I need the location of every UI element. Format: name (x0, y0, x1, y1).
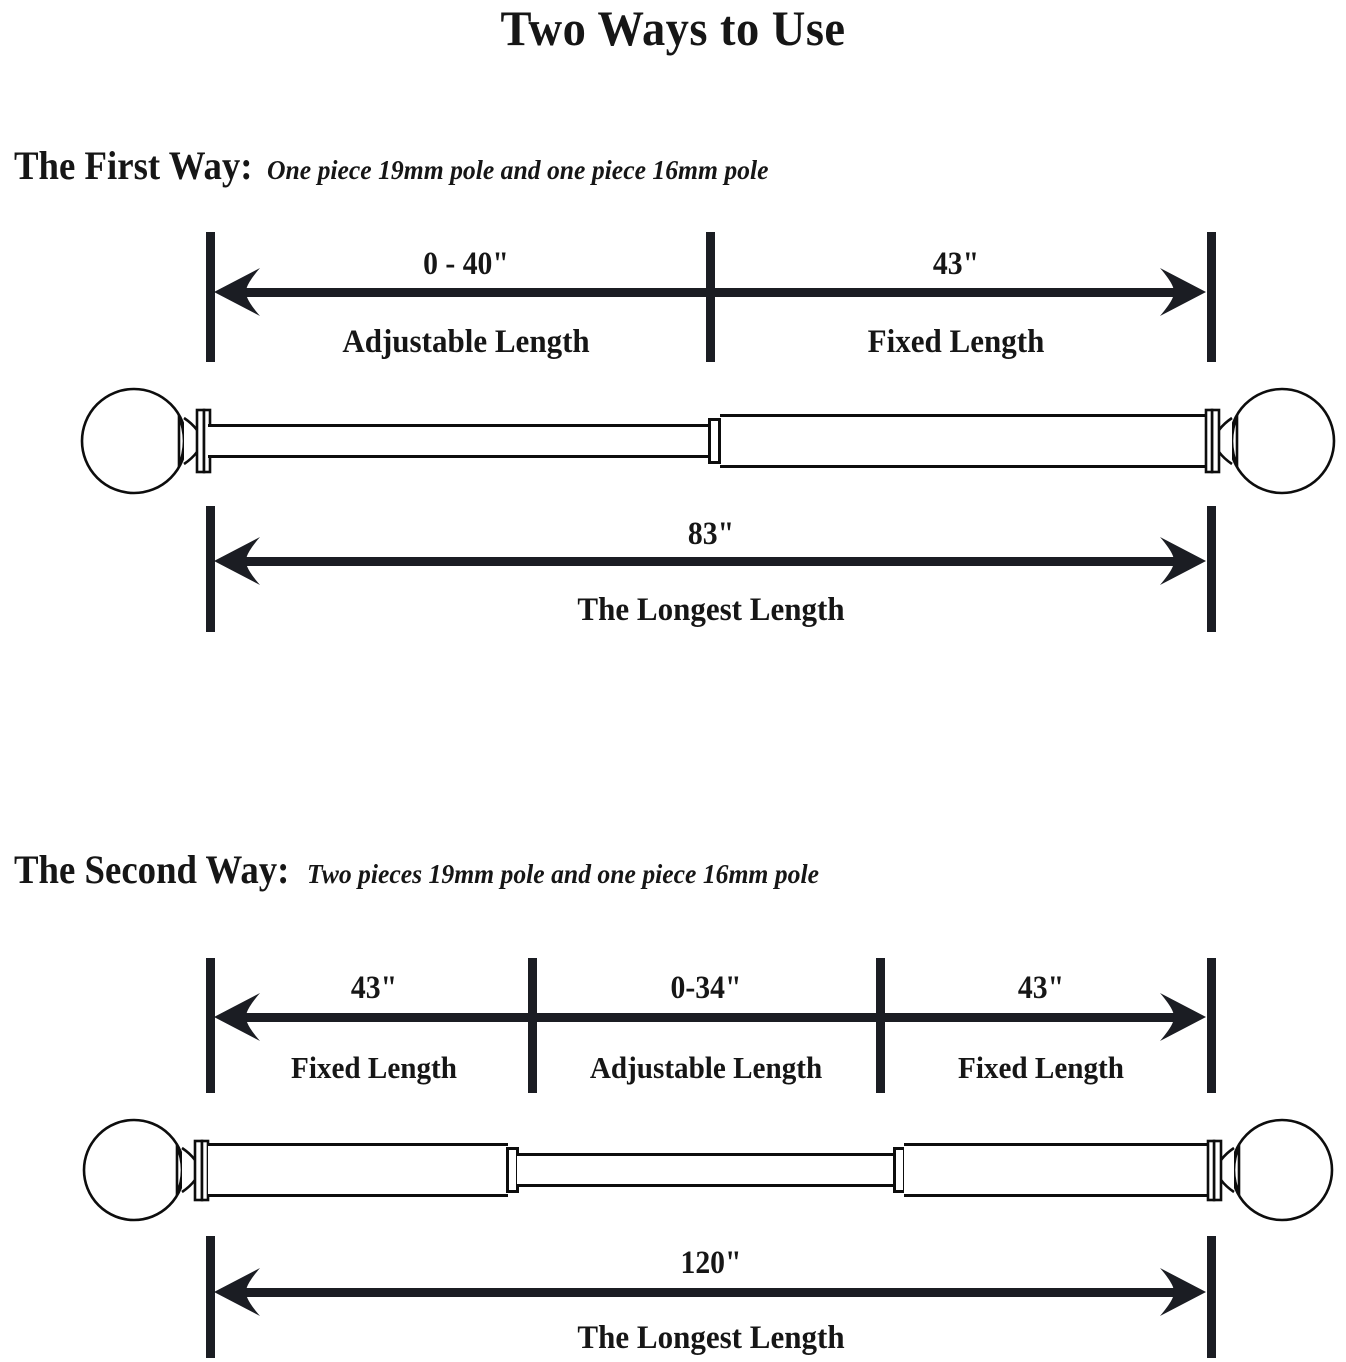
total-dimension-name: The Longest Length (577, 1320, 845, 1356)
tick-inner-right (876, 958, 885, 1093)
dimension-name-fixed: Fixed Length (867, 324, 1045, 360)
rule-line (224, 557, 1194, 566)
rule-line (224, 1013, 1194, 1022)
arrow-left-icon (214, 993, 260, 1041)
tick-right (1207, 232, 1216, 362)
tick-right (1207, 1236, 1216, 1358)
tick-left (206, 232, 215, 362)
finial-ball-right-icon (1204, 387, 1336, 495)
arrow-left-icon (214, 268, 260, 316)
dimension-value-adjustable: 0-34" (670, 970, 742, 1006)
finial-ball-left-icon (80, 387, 212, 495)
second-way-label: The Second Way: (14, 847, 290, 892)
first-way-heading: The First Way: One piece 19mm pole and o… (14, 144, 795, 192)
dimension-value-fixed: 43" (932, 246, 980, 282)
second-way-heading: The Second Way: Two pieces 19mm pole and… (14, 848, 846, 896)
pole-19mm-left (208, 1143, 508, 1197)
arrow-right-icon (1160, 993, 1206, 1041)
total-dimension-name: The Longest Length (577, 592, 845, 628)
dimension-name-fixed-right: Fixed Length (958, 1050, 1124, 1085)
total-dimension-value: 83" (687, 516, 735, 552)
dimension-value-fixed-right: 43" (1017, 970, 1065, 1006)
tick-left (206, 958, 215, 1093)
first-way-label: The First Way: (14, 143, 253, 188)
arrow-left-icon (214, 537, 260, 585)
page-title: Two Ways to Use (500, 0, 846, 56)
dimension-name-fixed-left: Fixed Length (291, 1050, 457, 1085)
finial-ball-left-icon (82, 1118, 210, 1222)
finial-ball-right-icon (1206, 1118, 1334, 1222)
total-dimension-value: 120" (680, 1245, 742, 1281)
tick-left (206, 506, 215, 632)
rule-line (224, 288, 1194, 297)
tick-right (1207, 958, 1216, 1093)
dimension-value-fixed-left: 43" (350, 970, 398, 1006)
pole-16mm-center (517, 1153, 895, 1187)
tick-middle (706, 232, 715, 362)
pole-16mm-left (208, 424, 714, 458)
second-way-description: Two pieces 19mm pole and one piece 16mm … (307, 859, 820, 889)
dimension-value-adjustable: 0 - 40" (423, 246, 509, 282)
tick-inner-left (528, 958, 537, 1093)
arrow-right-icon (1160, 1268, 1206, 1316)
tick-right (1207, 506, 1216, 632)
arrow-left-icon (214, 1268, 260, 1316)
arrow-right-icon (1160, 268, 1206, 316)
pole-19mm-right (904, 1143, 1210, 1197)
telescoping-joint (708, 418, 721, 464)
pole-19mm-right (720, 414, 1210, 468)
dimension-name-adjustable: Adjustable Length (589, 1050, 823, 1085)
arrow-right-icon (1160, 537, 1206, 585)
dimension-name-adjustable: Adjustable Length (342, 324, 590, 360)
first-way-description: One piece 19mm pole and one piece 16mm p… (267, 155, 769, 185)
rule-line (224, 1288, 1194, 1297)
tick-left (206, 1236, 215, 1358)
